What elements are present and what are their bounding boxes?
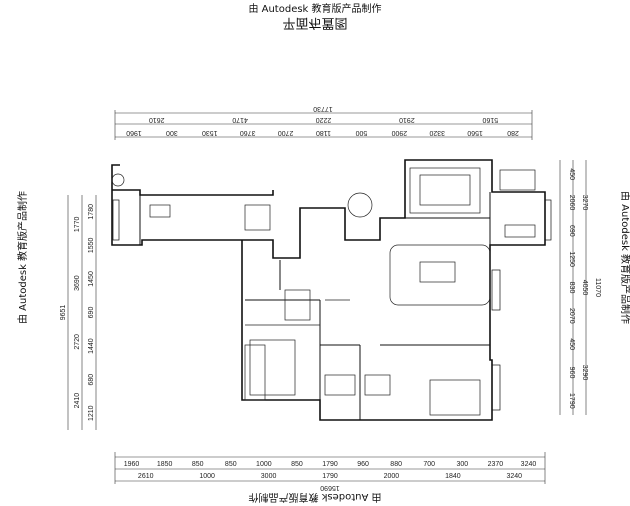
dim-top-row2: 1960	[126, 129, 142, 136]
dim-right-row1: 3270	[581, 195, 588, 211]
dim-top-row2: 1530	[202, 129, 218, 136]
dim-top-row1: 4170	[232, 116, 248, 123]
dimension-labels: 17730 2610 4170 2220 2910 5160 1960 300 1530 3760…	[60, 105, 601, 491]
dim-top-row2: 500	[355, 129, 367, 136]
dim-bottom-row2: 700	[423, 461, 435, 468]
dim-top-row1: 2910	[399, 116, 415, 123]
furniture	[111, 167, 536, 416]
dim-left-row1: 1770	[74, 216, 81, 232]
dim-left-row2: 1440	[88, 338, 95, 354]
dim-right-row2: 2060	[568, 195, 575, 211]
dim-bottom-row2: 2370	[488, 461, 504, 468]
dim-right-row2: 1790	[568, 393, 575, 409]
dim-left-row1: 2410	[74, 393, 81, 409]
dim-left-row2: 1550	[88, 237, 95, 253]
dim-right-row1: 4050	[581, 280, 588, 296]
dim-top-row2: 300	[166, 129, 178, 136]
dim-bottom-row1: 2610	[138, 473, 154, 480]
dim-left-total: 9651	[60, 305, 67, 321]
dim-top-row2: 280	[507, 129, 519, 136]
dim-right-total: 11070	[594, 278, 601, 297]
interior-walls	[139, 192, 491, 420]
dim-bottom-row2: 850	[192, 461, 204, 468]
dim-top-row1: 5160	[482, 116, 498, 123]
dim-bottom-row2: 1000	[256, 461, 272, 468]
dim-bottom-row1: 1790	[322, 473, 338, 480]
dim-right-row2: 690	[568, 225, 575, 237]
dim-right-row2: 450	[568, 338, 575, 350]
dim-bottom-row2: 880	[390, 461, 402, 468]
dim-top-row2: 2700	[278, 129, 294, 136]
dim-left-row1: 2720	[74, 334, 81, 350]
dim-bottom-row1: 1840	[445, 473, 461, 480]
dim-bottom-row2: 3240	[521, 461, 537, 468]
dim-left-row2: 690	[88, 307, 95, 319]
dim-bottom-row2: 850	[225, 461, 237, 468]
dim-right-row1: 3290	[581, 365, 588, 381]
dim-right-row2: 450	[568, 168, 575, 180]
dim-bottom-row1: 1000	[199, 473, 215, 480]
dim-bottom-row2: 300	[456, 461, 468, 468]
dim-left-row1: 3690	[74, 275, 81, 291]
dim-bottom-row2: 1790	[322, 461, 338, 468]
dim-top-row2: 1560	[467, 129, 483, 136]
dim-left-row2: 1780	[88, 204, 95, 220]
dimension-lines	[67, 110, 587, 484]
dim-right-row2: 960	[568, 367, 575, 379]
dim-top-row2: 2900	[391, 129, 407, 136]
dim-top-row2: 3320	[429, 129, 445, 136]
dim-right-row2: 2070	[568, 308, 575, 324]
dim-top-row1: 2610	[149, 116, 165, 123]
dim-left-row2: 1450	[88, 271, 95, 287]
dim-bottom-row2: 960	[357, 461, 369, 468]
dim-top-row1: 2220	[316, 116, 332, 123]
dim-bottom-row2: 1960	[124, 461, 140, 468]
dim-bottom-row1: 2000	[384, 473, 400, 480]
dim-right-row2: 1250	[568, 251, 575, 267]
dim-bottom-row1: 3240	[506, 473, 522, 480]
windows	[112, 199, 552, 411]
dim-top-row2: 3760	[240, 129, 256, 136]
dim-left-row2: 680	[88, 374, 95, 386]
dim-bottom-row1: 3000	[261, 473, 277, 480]
watermark-top: 由 Autodesk 教育版产品制作	[248, 4, 382, 15]
dim-top-total: 17730	[313, 105, 333, 112]
dim-right-row2: 830	[568, 282, 575, 294]
dim-bottom-total: 15690	[320, 484, 340, 491]
dim-left-row2: 1210	[88, 405, 95, 421]
dim-top-row2: 1180	[316, 129, 331, 136]
dim-bottom-row2: 1850	[157, 461, 173, 468]
dim-bottom-row2: 850	[291, 461, 303, 468]
